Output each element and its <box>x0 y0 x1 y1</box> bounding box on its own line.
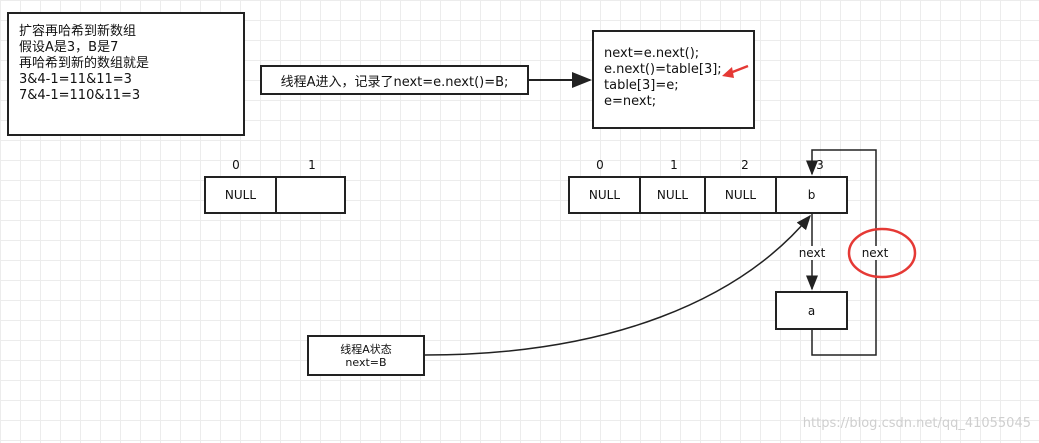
thread-enter-text: 线程A进入，记录了next=e.next()=B; <box>280 74 509 90</box>
big-array-cell-3: b <box>775 176 848 214</box>
rehash-note-line: 再哈希到新的数组就是 <box>19 56 150 71</box>
big-array-index-2: 2 <box>741 158 749 172</box>
small-array-cell-text: NULL <box>224 188 257 202</box>
big-array-cell-text: NULL <box>724 188 757 202</box>
small-array-cell-0: NULL <box>204 176 277 214</box>
big-array-cell-2: NULL <box>704 176 777 214</box>
thread-state-title: 线程A状态 <box>340 342 392 356</box>
arrow-state-to-b <box>424 214 811 356</box>
small-array-index-0: 0 <box>232 158 240 172</box>
code-note: next=e.next(); e.next()=table[3]; table[… <box>592 30 755 129</box>
code-line: e=next; <box>604 94 657 109</box>
code-line: table[3]=e; <box>604 78 679 93</box>
big-array-cell-text: NULL <box>588 188 621 202</box>
big-array-index-3: 3 <box>816 158 824 172</box>
node-a: a <box>775 291 848 330</box>
thread-enter-note: 线程A进入，记录了next=e.next()=B; <box>260 65 529 95</box>
code-line: next=e.next(); <box>604 46 700 61</box>
small-array-index-1: 1 <box>308 158 316 172</box>
red-pointer-head <box>722 67 734 78</box>
big-array-index-1: 1 <box>670 158 678 172</box>
rehash-note-line: 假设A是3，B是7 <box>19 40 119 55</box>
rehash-note-line: 7&4-1=110&11=3 <box>19 88 141 103</box>
big-array-index-0: 0 <box>596 158 604 172</box>
edge-label-next-loop: next <box>860 246 890 260</box>
code-line: e.next()=table[3]; <box>604 62 722 77</box>
watermark: https://blog.csdn.net/qq_41055045 <box>802 416 1031 431</box>
big-array-cell-1: NULL <box>639 176 706 214</box>
rehash-note: 扩容再哈希到新数组 假设A是3，B是7 再哈希到新的数组就是 3&4-1=11&… <box>7 12 245 136</box>
small-array-cell-1 <box>275 176 346 214</box>
big-array-cell-text: NULL <box>656 188 689 202</box>
rehash-note-line: 3&4-1=11&11=3 <box>19 72 132 87</box>
highlight-circle <box>847 227 917 279</box>
edge-label-next-down: next <box>796 246 828 260</box>
thread-state-note: 线程A状态 next=B <box>307 335 425 376</box>
red-pointer-shaft <box>729 64 749 75</box>
big-array-cell-0: NULL <box>568 176 641 214</box>
node-a-label: a <box>807 303 816 318</box>
thread-state-next: next=B <box>345 355 387 369</box>
rehash-note-line: 扩容再哈希到新数组 <box>19 24 137 39</box>
big-array-cell-text: b <box>807 188 816 202</box>
